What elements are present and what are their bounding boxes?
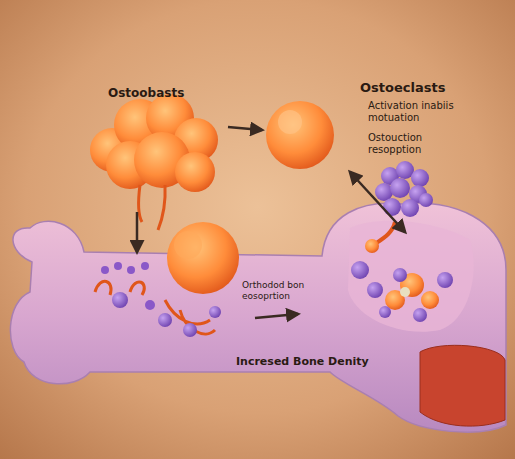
- osteoblast-cells-on-bone-part: [158, 313, 172, 327]
- osteoblast-cells-on-bone-part: [127, 266, 135, 274]
- osteoblast-cells-on-bone-part: [174, 231, 202, 259]
- arrows-part: [228, 127, 262, 130]
- single-cell-part: [266, 101, 334, 169]
- osteoblast-cells-on-bone-part: [95, 281, 144, 295]
- osteoclast-cluster-on-bone-part: [367, 282, 383, 298]
- arrows: [137, 127, 405, 318]
- annotation: Activation inabiis motuation: [368, 100, 454, 124]
- osteoblast-cells-on-bone-part: [209, 306, 221, 318]
- osteoblast-cells-on-bone-part: [183, 323, 197, 337]
- osteoblast-cells-on-bone-part: [112, 292, 128, 308]
- osteoclast-cluster-on-bone-part: [437, 272, 453, 288]
- osteoclast-cluster-on-bone-part: [393, 268, 407, 282]
- arrows-part: [350, 172, 405, 232]
- annotation: Ostouction resopption: [368, 132, 458, 156]
- osteoclast-cluster: [365, 161, 433, 253]
- osteoclast-cluster-part: [401, 199, 419, 217]
- osteoclast-cluster-on-bone-part: [421, 291, 439, 309]
- osteoclast-cluster-part: [419, 193, 433, 207]
- osteoblast-cluster: [90, 94, 218, 230]
- bone-shape-part: [348, 221, 474, 332]
- bone-shape-part: [420, 345, 505, 426]
- arrows-part: [136, 212, 139, 252]
- osteoclast-cluster-on-bone-part: [413, 308, 427, 322]
- cell-title: Ostoobasts: [108, 86, 184, 100]
- osteoclast-cluster-on-bone: [351, 261, 453, 322]
- arrows-part: [255, 314, 298, 318]
- osteoclast-cluster-on-bone-part: [400, 287, 410, 297]
- annotation: Orthodod bon eosoprtion: [242, 280, 328, 302]
- osteoclast-cluster-part: [383, 198, 401, 216]
- osteoblast-cluster-part: [139, 185, 165, 230]
- osteoclast-cluster-on-bone-part: [379, 306, 391, 318]
- osteoclast-cluster-part: [390, 178, 410, 198]
- cell-title: Ostoeclasts: [360, 80, 445, 96]
- single-cell-part: [278, 110, 302, 134]
- osteoblast-cells-on-bone-part: [141, 262, 149, 270]
- osteoblast-cells-on-bone: [95, 222, 239, 337]
- osteoblast-cells-on-bone-part: [114, 262, 122, 270]
- single-cell: [266, 101, 334, 169]
- osteoblast-cells-on-bone-part: [167, 222, 239, 294]
- result-label: Incresed Bone Denity: [236, 355, 369, 368]
- bone-shape-part: [10, 203, 506, 432]
- osteoblast-cells-on-bone-part: [145, 300, 155, 310]
- osteoclast-cluster-on-bone-part: [351, 261, 369, 279]
- osteoclast-cluster-part: [411, 169, 429, 187]
- bone-shape: [10, 203, 506, 432]
- osteoclast-cluster-part: [365, 239, 379, 253]
- osteoblast-cluster-part: [175, 152, 215, 192]
- osteoblast-cells-on-bone-part: [101, 266, 109, 274]
